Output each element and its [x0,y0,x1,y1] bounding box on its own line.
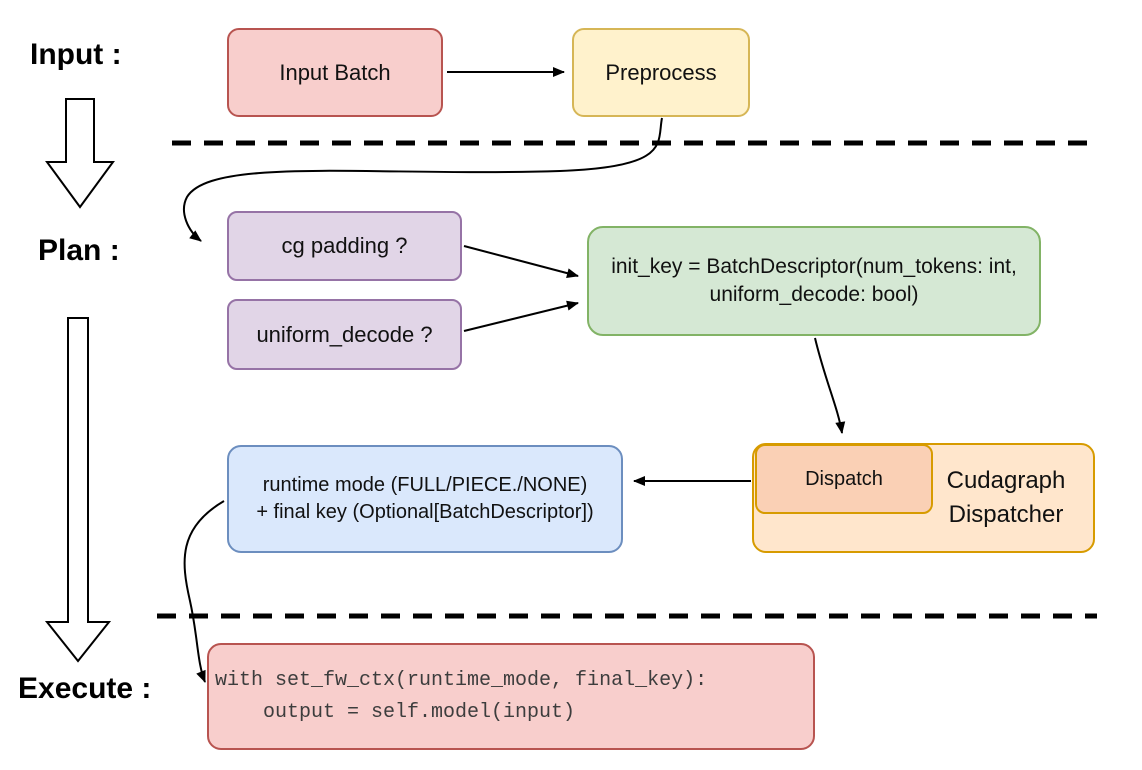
cg-padding-node: cg padding ? [227,211,462,281]
input-batch-node: Input Batch [227,28,443,117]
dispatch-node: Dispatch [755,444,933,514]
arrow-runtime-mode-to-execute-code [183,500,225,683]
execute-code-line2: output = self.model(input) [215,700,576,724]
uniform-decode-node: uniform_decode ? [227,299,462,370]
input-batch-label: Input Batch [279,59,391,85]
preprocess-node: Preprocess [572,28,750,117]
hollow-arrow-plan-to-execute [44,317,112,663]
cudagraph-dispatcher-line1: Cudagraph [946,467,1066,495]
runtime-mode-line2: + final key (Optional[BatchDescriptor]) [256,501,594,523]
input-phase-label: Input : [30,38,122,71]
arrow-uniform-decode-to-init-key [463,300,579,332]
runtime-mode-node: runtime mode (FULL/PIECE./NONE) + final … [227,445,623,553]
arrow-cg-padding-to-init-key [463,245,579,279]
cudagraph-dispatcher-label: Cudagraph Dispatcher [927,445,1085,551]
execute-phase-label: Execute : [18,672,152,705]
cg-padding-label: cg padding ? [281,233,408,259]
init-key-line1: init_key = BatchDescriptor(num_tokens: i… [611,254,1017,278]
execute-code-node: with set_fw_ctx(runtime_mode, final_key)… [207,643,815,750]
dispatch-label: Dispatch [805,467,883,490]
arrow-preprocess-to-cg-padding [182,117,663,242]
runtime-mode-line1: runtime mode (FULL/PIECE./NONE) [262,474,588,496]
execute-code-line1: with set_fw_ctx(runtime_mode, final_key)… [215,668,708,692]
arrow-init-key-to-dispatch [814,337,846,434]
preprocess-label: Preprocess [605,59,717,85]
init-key-line2: uniform_decode: bool) [709,283,919,306]
init-key-node: init_key = BatchDescriptor(num_tokens: i… [587,226,1041,336]
uniform-decode-label: uniform_decode ? [256,321,433,347]
plan-phase-label: Plan : [38,234,120,267]
cudagraph-dispatcher-line2: Dispatcher [948,501,1064,528]
hollow-arrow-input-to-plan [45,98,115,209]
